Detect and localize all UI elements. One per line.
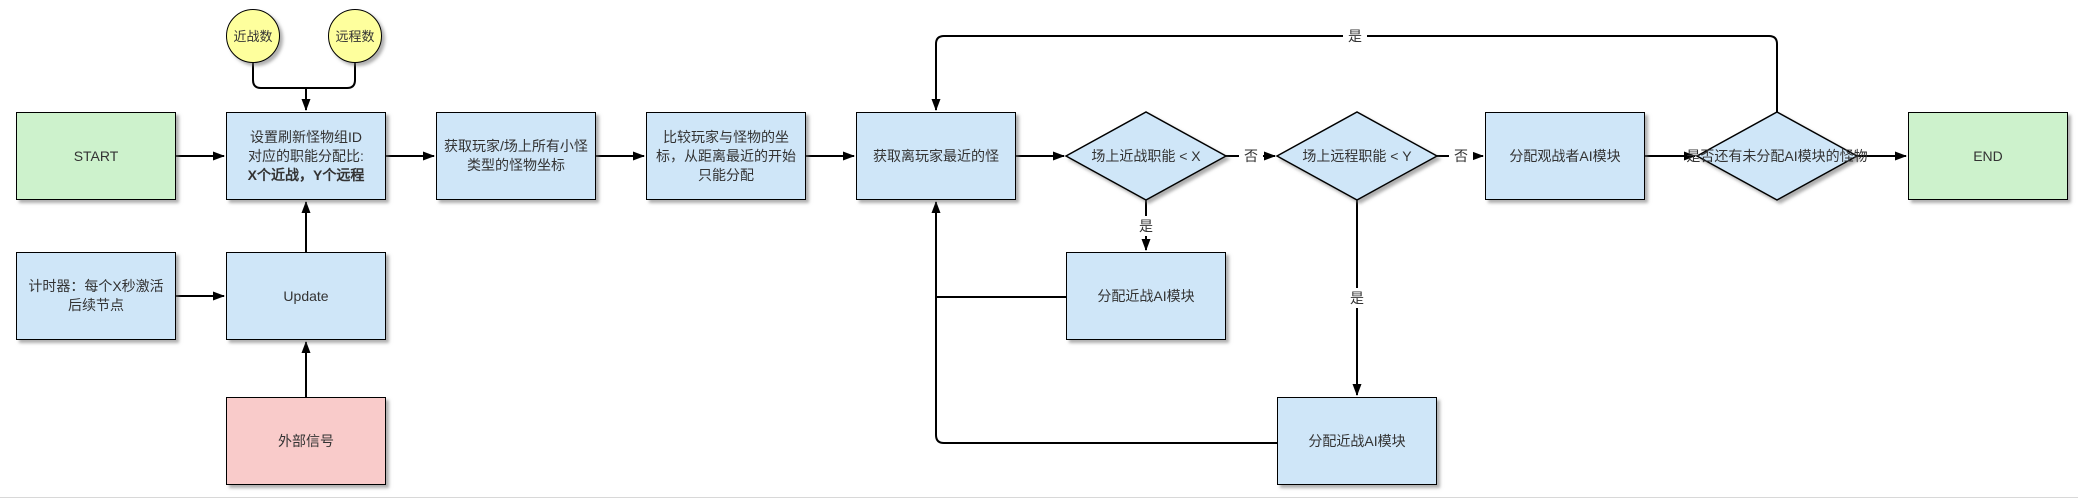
edge-label-melee-no: 否 [1239, 146, 1263, 166]
update-label: Update [283, 287, 329, 304]
node-ranged-count[interactable]: 远程数 [328, 9, 382, 63]
get-coords-label: 获取玩家/场上所有小怪类型的怪物坐标 [444, 138, 588, 173]
external-signal-label: 外部信号 [278, 432, 334, 449]
node-timer[interactable]: 计时器：每个X秒激活后续节点 [16, 252, 176, 340]
node-assign-observer[interactable]: 分配观战者AI模块 [1485, 112, 1645, 200]
edge-checkunassigned-yes-loop [931, 35, 1778, 112]
edge-label-melee-yes: 是 [1134, 216, 1158, 236]
node-assign-melee-1[interactable]: 分配近战AI模块 [1066, 252, 1226, 340]
end-label: END [1973, 147, 2003, 164]
edge-melee-count-merge [252, 63, 306, 89]
node-check-unassigned-shape[interactable] [1695, 111, 1859, 201]
node-compare-distance[interactable]: 比较玩家与怪物的坐标，从距离最近的开始只能分配 [646, 112, 806, 200]
edge-assign2-loop-to-nearest [931, 201, 1277, 444]
assign-melee-2-label: 分配近战AI模块 [1308, 432, 1406, 449]
edge-label-ranged-yes: 是 [1345, 288, 1369, 308]
node-check-melee-shape[interactable] [1064, 111, 1228, 201]
edge-ranged-count-merge [306, 63, 356, 89]
timer-label: 计时器：每个X秒激活后续节点 [28, 278, 164, 313]
assign-melee-1-label: 分配近战AI模块 [1097, 287, 1195, 304]
setup-line1: 设置刷新怪物组ID [250, 128, 362, 145]
start-label: START [73, 147, 119, 164]
assign-observer-label: 分配观战者AI模块 [1509, 147, 1621, 164]
get-nearest-label: 获取离玩家最近的怪 [873, 147, 999, 164]
canvas-bottom-edge [0, 497, 2078, 498]
edge-label-loop-yes: 是 [1343, 26, 1367, 46]
node-check-ranged-shape[interactable] [1275, 111, 1439, 201]
node-get-coords[interactable]: 获取玩家/场上所有小怪类型的怪物坐标 [436, 112, 596, 200]
ranged-count-label: 远程数 [335, 28, 375, 44]
node-get-nearest[interactable]: 获取离玩家最近的怪 [856, 112, 1016, 200]
node-assign-melee-2[interactable]: 分配近战AI模块 [1277, 397, 1437, 485]
node-end[interactable]: END [1908, 112, 2068, 200]
node-external-signal[interactable]: 外部信号 [226, 397, 386, 485]
setup-line3: X个近战，Y个远程 [247, 166, 365, 183]
edge-label-ranged-no: 否 [1449, 146, 1473, 166]
setup-line2: 对应的职能分配比: [248, 147, 364, 164]
node-update[interactable]: Update [226, 252, 386, 340]
melee-count-label: 近战数 [233, 28, 273, 44]
node-setup-ratio[interactable]: 设置刷新怪物组ID 对应的职能分配比: X个近战，Y个远程 [226, 112, 386, 200]
node-start[interactable]: START [16, 112, 176, 200]
node-melee-count[interactable]: 近战数 [226, 9, 280, 63]
compare-label: 比较玩家与怪物的坐标，从距离最近的开始只能分配 [656, 128, 796, 183]
